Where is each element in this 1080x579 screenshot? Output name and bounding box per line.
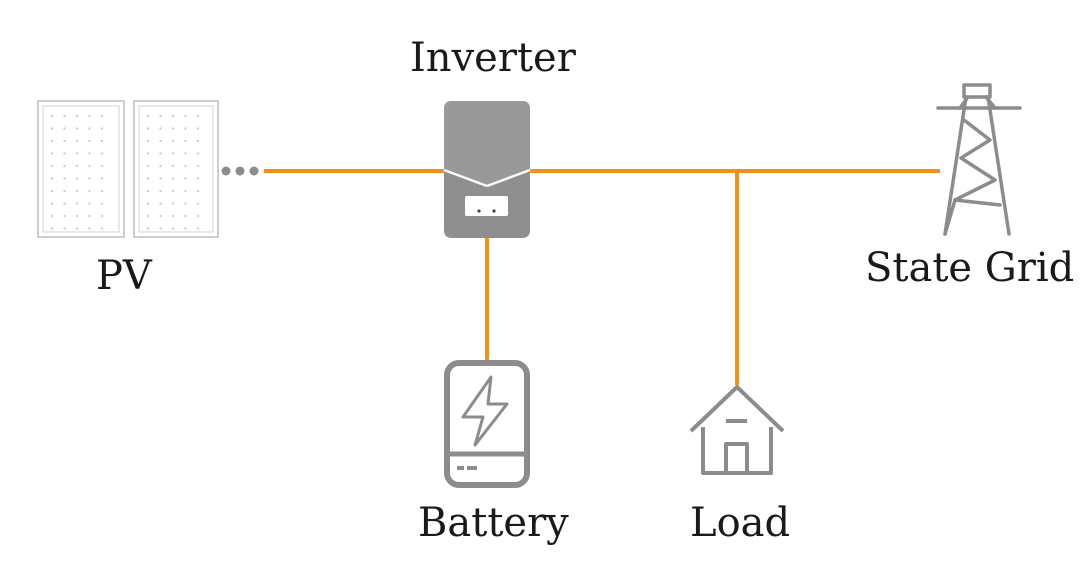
inverter-display [465, 196, 508, 216]
state-grid-label: State Grid [865, 245, 1075, 291]
battery-icon [444, 360, 530, 488]
load-label: Load [690, 500, 791, 546]
inverter-label: Inverter [410, 35, 576, 81]
pv-label: PV [96, 253, 152, 299]
transmission-tower-icon [936, 83, 1022, 236]
lightning-bolt-icon [461, 375, 509, 447]
wires [264, 169, 940, 385]
house-icon [689, 385, 785, 475]
solar-panel-icon [37, 100, 259, 238]
pv-panel-2 [133, 100, 219, 238]
pv-panel-1 [37, 100, 125, 238]
inverter-icon [443, 101, 531, 238]
battery-label: Battery [418, 500, 569, 546]
ellipsis-icon [221, 166, 259, 176]
